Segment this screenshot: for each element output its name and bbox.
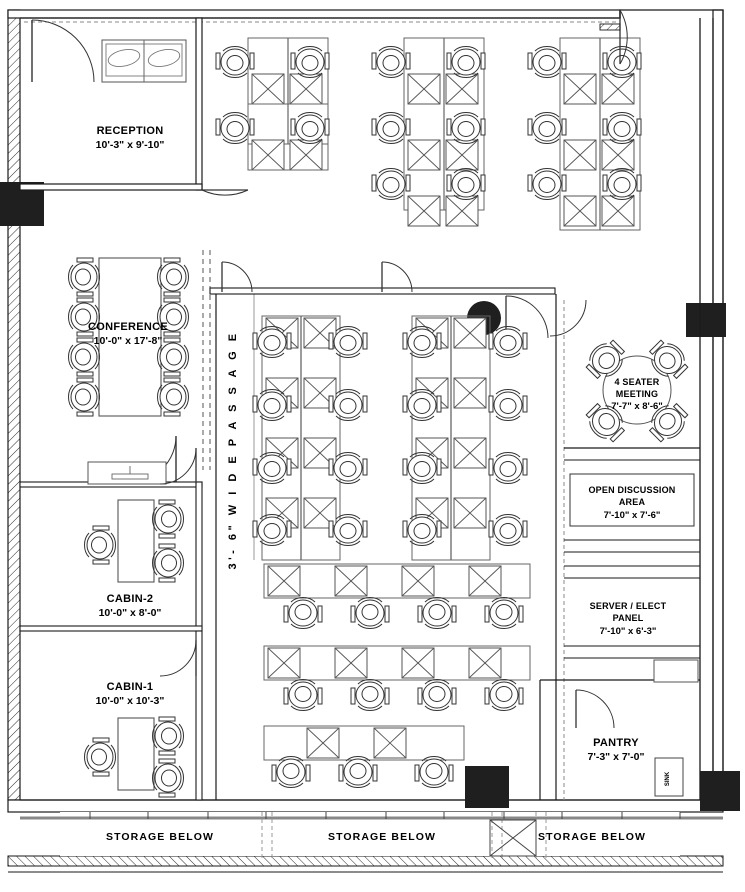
- corridor-doors: [221, 261, 549, 339]
- room-label-reception: RECEPTION: [97, 125, 164, 137]
- room-dim-reception: 10'-3" x 9'-10": [96, 139, 165, 151]
- room-dim-cabin-2: 10'-0" x 8'-0": [99, 607, 162, 619]
- bottom-row: [263, 725, 465, 788]
- room-conference: CONFERENCE 10'-0" x 17'-8": [68, 250, 211, 483]
- room-label-discussion-line2: AREA: [619, 497, 646, 507]
- sink-label: SINK: [665, 771, 671, 786]
- room-open-discussion-area: OPEN DISCUSSION AREA 7'-10" x 7'-6": [564, 459, 700, 553]
- room-label-pantry: PANTRY: [593, 737, 639, 749]
- storage-below-band: STORAGE BELOW STORAGE BELOW STORAGE BELO…: [20, 812, 723, 860]
- workstation-lower-rows: [263, 563, 531, 788]
- room-cabin-1: CABIN-1 10'-0" x 10'-3": [84, 630, 203, 801]
- room-label-meeting-line2: MEETING: [616, 389, 658, 399]
- room-label-server-line2: PANEL: [613, 613, 644, 623]
- room-label-server-line1: SERVER / ELECT: [590, 601, 667, 611]
- room-pantry: PANTRY 7'-3" x 7'-0" SINK: [539, 659, 700, 800]
- pantry-sink: SINK: [654, 757, 684, 797]
- building-outer-walls: [7, 9, 724, 873]
- room-dim-pantry: 7'-3" x 7'-0": [588, 751, 645, 763]
- room-dim-meeting: 7'-7" x 8'-6": [611, 401, 663, 412]
- room-dim-discussion: 7'-10" x 7'-6": [604, 510, 661, 521]
- lower-row-1: [263, 563, 531, 629]
- room-reception: RECEPTION 10'-3" x 9'-10": [19, 17, 249, 196]
- reception-sofa: [101, 39, 187, 83]
- storage-label-2: STORAGE BELOW: [328, 831, 436, 843]
- room-four-seater-meeting: 4 SEATER MEETING 7'-7" x 8'-6": [564, 335, 700, 449]
- entry-door: [599, 9, 628, 65]
- room-dim-conference: 10'-0" x 17'-8": [94, 335, 163, 347]
- storage-label-3: STORAGE BELOW: [538, 831, 646, 843]
- right-zone: 4 SEATER MEETING 7'-7" x 8'-6" OPEN DISC…: [539, 18, 701, 800]
- workstation-grid-left: [252, 315, 368, 561]
- workstation-bank-c: [527, 37, 642, 231]
- room-label-cabin-1: CABIN-1: [107, 681, 154, 693]
- lower-row-2: [263, 645, 531, 711]
- workstation-main-grid: [252, 315, 528, 561]
- room-dim-cabin-1: 10'-0" x 10'-3": [96, 695, 165, 707]
- room-server-elect-panel: SERVER / ELECT PANEL 7'-10" x 6'-3": [564, 565, 700, 659]
- core-symbol: [489, 819, 537, 857]
- room-label-cabin-2: CABIN-2: [107, 593, 154, 605]
- room-dim-server: 7'-10" x 6'-3": [600, 626, 657, 637]
- workstation-bank-a: [215, 37, 330, 171]
- room-cabin-2: CABIN-2 10'-0" x 8'-0": [19, 447, 203, 632]
- storage-label-1: STORAGE BELOW: [106, 831, 214, 843]
- workstation-grid-right: [402, 315, 528, 561]
- workstation-bank-b: [371, 37, 486, 227]
- room-label-meeting-line1: 4 SEATER: [615, 377, 660, 387]
- workstation-cluster-top: [215, 37, 642, 231]
- passage-label: 3'- 6" W I D E P A S S A G E: [227, 330, 239, 569]
- room-label-conference: CONFERENCE: [88, 321, 168, 333]
- room-label-discussion-line1: OPEN DISCUSSION: [588, 485, 675, 495]
